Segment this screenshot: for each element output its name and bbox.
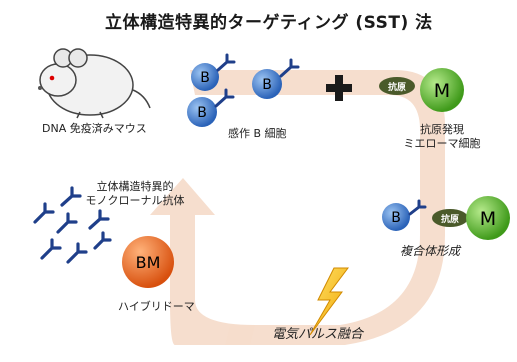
antibody-label-line1: 立体構造特異的 bbox=[96, 180, 174, 193]
b-cell-letter: B bbox=[197, 105, 207, 121]
b-cell bbox=[187, 97, 217, 127]
b-cell bbox=[191, 63, 219, 91]
b-cell bbox=[252, 69, 282, 99]
m-cell bbox=[420, 68, 464, 112]
antibody-label-line2: モノクローナル抗体 bbox=[85, 194, 185, 207]
b-cell-group bbox=[187, 53, 300, 127]
b-cell-letter: B bbox=[200, 70, 210, 86]
myeloma-cell-group bbox=[379, 68, 464, 112]
antigen-tag bbox=[379, 77, 415, 95]
pulse-label: 電気パルス融合 bbox=[272, 327, 364, 342]
complex-b-cell bbox=[382, 203, 410, 231]
myeloma-label-line1: 抗原発現 bbox=[420, 123, 464, 136]
complex-m-letter: M bbox=[480, 208, 496, 230]
diagram-title: 立体構造特異的ターゲティング (SST) 法 bbox=[105, 13, 433, 33]
b-cells-label: 感作 B 細胞 bbox=[228, 127, 287, 140]
plus-sign bbox=[326, 75, 352, 101]
m-cell-letter: M bbox=[434, 80, 450, 102]
complex-label: 複合体形成 bbox=[400, 244, 461, 258]
b-cell-letter: B bbox=[262, 77, 272, 93]
monoclonal-antibodies bbox=[33, 186, 112, 264]
complex-antigen bbox=[432, 209, 468, 227]
complex-antigen-label: 抗原 bbox=[441, 213, 459, 225]
hybridoma-letter: BM bbox=[136, 253, 161, 272]
cycle-arrow bbox=[150, 70, 445, 345]
mouse-icon bbox=[38, 48, 151, 119]
complex-m-cell bbox=[466, 196, 510, 240]
complex-b-letter: B bbox=[391, 210, 401, 226]
complex-group bbox=[382, 196, 510, 240]
myeloma-label-line2: ミエローマ細胞 bbox=[403, 137, 481, 150]
mouse-label: DNA 免疫済みマウス bbox=[42, 122, 147, 135]
b-cell-antibody bbox=[214, 53, 300, 108]
antigen-tag-label: 抗原 bbox=[388, 81, 406, 93]
lightning-bolt-icon bbox=[309, 267, 349, 336]
hybridoma-cell bbox=[122, 236, 174, 288]
hybridoma-label: ハイブリドーマ bbox=[118, 300, 195, 313]
